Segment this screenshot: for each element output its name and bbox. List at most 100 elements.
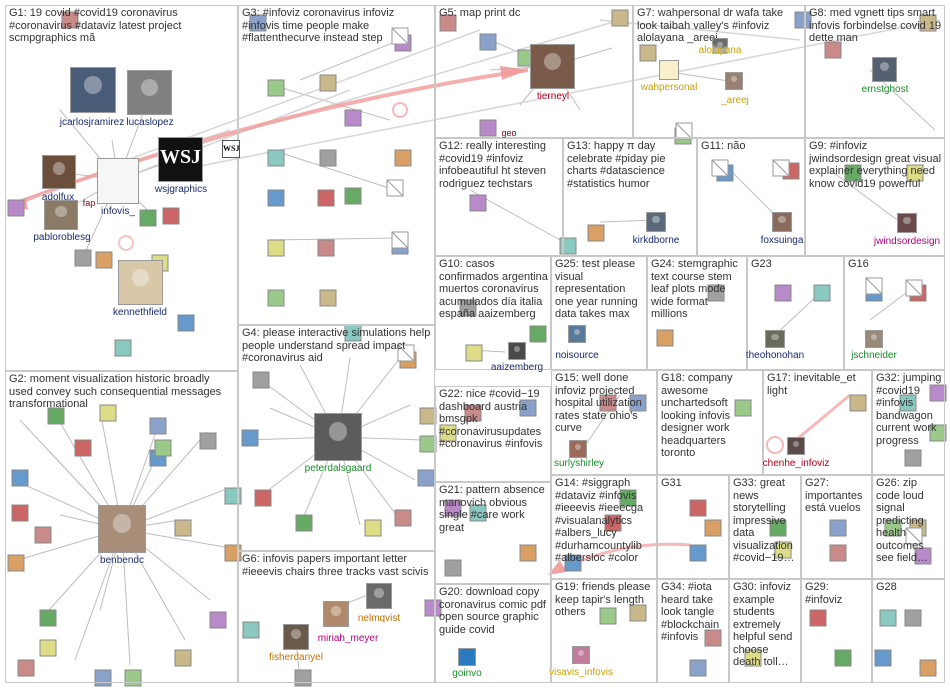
- small-node-26: [419, 435, 437, 453]
- small-node-60: [439, 14, 457, 32]
- node-kennethfield[interactable]: [118, 260, 163, 305]
- node-miriah-meyer[interactable]: [323, 601, 349, 627]
- node-tierneyl[interactable]: [530, 44, 575, 89]
- empty-node-x1-1: [391, 231, 409, 249]
- small-node-95: [774, 541, 792, 559]
- group-box-g20: G20: download copy coronavirus comic pdf…: [435, 584, 551, 683]
- small-node-39: [174, 649, 192, 667]
- node-label-jschneider: jschneider: [851, 350, 897, 361]
- node-peterdalsgaard[interactable]: [314, 413, 362, 461]
- wsj-small-logo-text: WSJ: [223, 144, 240, 153]
- small-node-10: [344, 187, 362, 205]
- small-node-9: [317, 189, 335, 207]
- node-label-wsjgraphics: wsjgraphics: [154, 184, 208, 195]
- node-wsj-small[interactable]: WSJ: [222, 140, 240, 158]
- node-kirkdborne[interactable]: [646, 212, 666, 232]
- small-node-46: [47, 407, 65, 425]
- group-box-g9: G9: #infoviz jwindsordesign great visual…: [805, 138, 945, 256]
- node-theohonohan[interactable]: [765, 330, 785, 348]
- edge-arrow-g14: [548, 560, 566, 575]
- node-wsjgraphics[interactable]: WSJ: [158, 137, 203, 182]
- small-node-49: [149, 417, 167, 435]
- node-jschneider[interactable]: [865, 330, 883, 348]
- small-node-101: [879, 609, 897, 627]
- node-label-miriah-meyer: miriah_meyer: [317, 633, 379, 644]
- small-node-108: [704, 629, 722, 647]
- node-label-infovis: infovis_: [101, 206, 135, 217]
- small-node-14: [267, 289, 285, 307]
- small-node-15: [319, 289, 337, 307]
- node-label-ernstghost: ernstghost: [861, 84, 909, 95]
- node-goinvo[interactable]: [458, 648, 476, 666]
- node-label-adolfux: adolfux: [41, 192, 75, 203]
- node-label-fap: fap: [82, 198, 96, 208]
- small-node-66: [459, 299, 477, 317]
- node-noisource[interactable]: [568, 325, 586, 343]
- small-node-64: [469, 194, 487, 212]
- node-label-fisherdanyel: fisherdanyel: [269, 652, 323, 663]
- small-node-2: [267, 79, 285, 97]
- group-title-g30: G30: infoviz example students extremely …: [733, 581, 793, 668]
- node-alolayana[interactable]: [712, 38, 728, 54]
- group-title-g7: G7: wahpersonal dr wafa take look taibah…: [637, 7, 784, 44]
- node-label-tierneyl: tierneyl: [536, 91, 570, 102]
- small-node-1: [249, 14, 267, 32]
- group-title-g14: G14: #siggraph #dataviz #infovis #ieeevi…: [555, 477, 644, 564]
- edge-misc-2: [271, 237, 396, 241]
- node-wahpersonal[interactable]: [659, 60, 679, 80]
- small-node-92: [689, 544, 707, 562]
- group-title-g29: G29: #infoviz: [805, 581, 843, 606]
- small-node-120: [464, 404, 482, 422]
- small-node-28: [424, 599, 442, 617]
- small-node-93: [689, 499, 707, 517]
- group-title-g10: G10: casos confirmados argentina muertos…: [439, 258, 548, 320]
- group-box-g8: G8: med vgnett tips smart infovis forbin…: [805, 5, 945, 138]
- node-chenhe-infoviz[interactable]: [787, 437, 805, 455]
- node-visavis-infovis[interactable]: [572, 646, 590, 664]
- small-node-22: [295, 514, 313, 532]
- node-label-alolayana: alolayana: [698, 45, 742, 56]
- small-node-56: [177, 314, 195, 332]
- node-nelmqvist[interactable]: [366, 583, 392, 609]
- node-label-peterdalsgaard: peterdalsgaard: [304, 463, 372, 474]
- small-node-100: [914, 547, 932, 565]
- node-pabloroblesg[interactable]: [44, 200, 78, 230]
- small-node-55: [95, 251, 113, 269]
- small-node-36: [17, 659, 35, 677]
- node-jwindsordesign[interactable]: [897, 213, 917, 233]
- small-node-7: [394, 149, 412, 167]
- node-ernstghost[interactable]: [872, 57, 897, 82]
- group-title-g6: G6: infovis papers important letter #iee…: [242, 553, 429, 578]
- small-node-82: [529, 325, 547, 343]
- node-foxsuinga[interactable]: [772, 212, 792, 232]
- node-adolfux[interactable]: [42, 155, 76, 189]
- node-areej[interactable]: [725, 72, 743, 90]
- group-title-g26: G26: zip code loud signal predicting hea…: [876, 477, 928, 564]
- edge-misc-4: [669, 71, 736, 83]
- node-fisherdanyel[interactable]: [283, 624, 309, 650]
- node-jcarlosjramirez[interactable]: [70, 67, 116, 113]
- small-node-42: [199, 432, 217, 450]
- small-node-105: [809, 609, 827, 627]
- node-lucaslopez[interactable]: [127, 70, 172, 115]
- node-aaizemberg[interactable]: [508, 342, 526, 360]
- group-box-g1: G1: 19 covid #covid19 coronavirus #coron…: [5, 5, 238, 371]
- node-label-aaizemberg: aaizemberg: [490, 362, 544, 373]
- small-node-63: [611, 9, 629, 27]
- edge-misc-7: [829, 169, 901, 223]
- group-title-g1: G1: 19 covid #covid19 coronavirus #coron…: [9, 7, 182, 44]
- empty-node-x1-9: [865, 277, 883, 295]
- small-node-84: [599, 394, 617, 412]
- node-infovis[interactable]: [97, 158, 139, 204]
- group-box-g19: G19: friends please keep tapir's length …: [551, 579, 657, 683]
- group-title-g15: G15: well done infoviz projected hospita…: [555, 372, 642, 434]
- small-node-27: [419, 407, 437, 425]
- node-benbendc[interactable]: [98, 505, 146, 553]
- node-surlyshirley[interactable]: [569, 440, 587, 458]
- edge-long-3: [117, 89, 351, 181]
- small-node-112: [444, 499, 462, 517]
- group-title-g25: G25: test please visual representation o…: [555, 258, 638, 320]
- node-label-foxsuinga: foxsuinga: [760, 235, 804, 246]
- small-node-24: [394, 509, 412, 527]
- small-node-94: [769, 519, 787, 537]
